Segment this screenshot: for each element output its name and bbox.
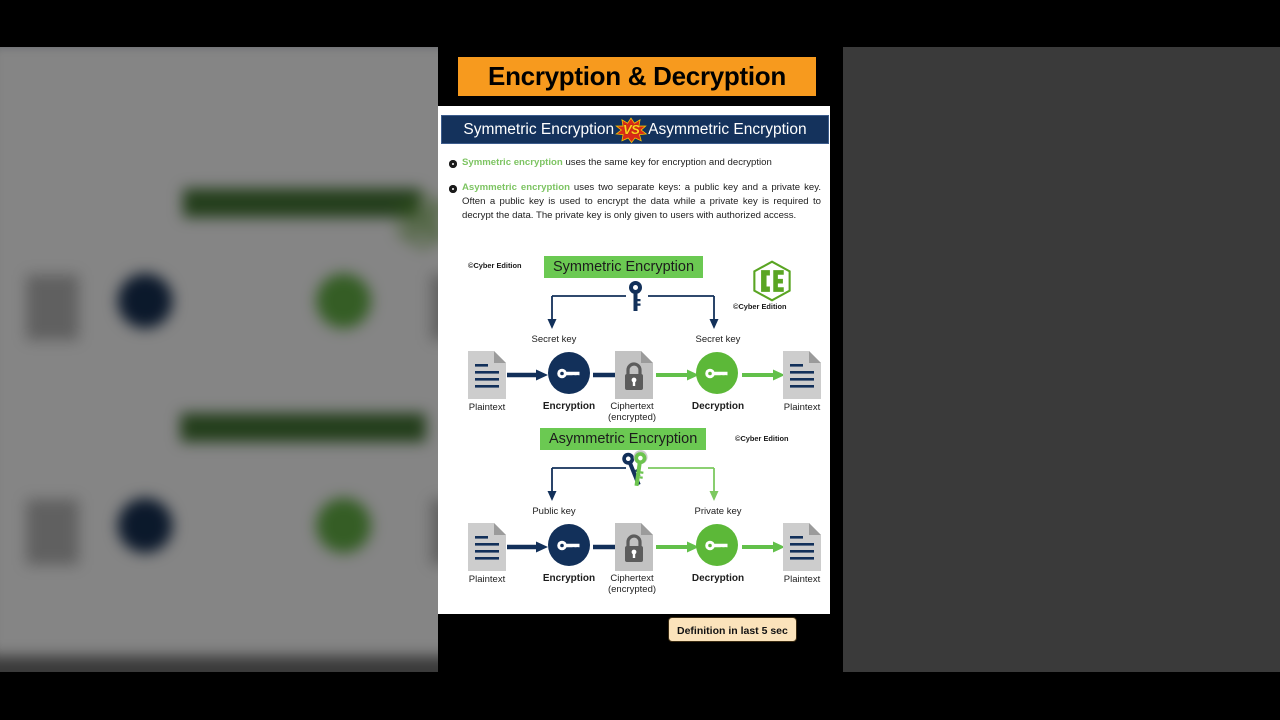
output-label: Plaintext	[783, 402, 821, 413]
ciphertext-label-line2: (encrypted)	[607, 583, 657, 595]
symmetric-diagram: ©Cyber Edition Symmetric Encryption ©Cyb…	[438, 256, 830, 423]
bottom-caption-text: Definition in last 5 sec	[677, 624, 788, 637]
page-title: Encryption & Decryption	[458, 57, 816, 96]
watermark-text: ©Cyber Edition	[468, 261, 522, 270]
comparison-left-label: Symmetric Encryption	[463, 120, 615, 138]
section-title-text: Asymmetric Encryption	[549, 431, 698, 447]
definition-list: Symmetric encryption uses the same key f…	[449, 156, 821, 234]
bullet-highlight: Symmetric encryption	[462, 157, 563, 168]
asymmetric-diagram: Asymmetric Encryption ©Cyber Edition	[438, 428, 830, 595]
right-key-label: Secret key	[695, 334, 741, 345]
section-title-asymmetric: Asymmetric Encryption	[540, 428, 707, 450]
bullet-highlight: Asymmetric encryption	[462, 181, 570, 193]
ciphertext-label-line2: (encrypted)	[607, 411, 657, 423]
watermark-text: ©Cyber Edition	[735, 434, 789, 443]
plaintext-output-icon	[783, 351, 821, 404]
right-key-label: Private key	[694, 506, 742, 517]
ciphertext-label: Ciphertext (encrypted)	[587, 573, 677, 596]
input-label: Plaintext	[468, 574, 506, 585]
left-key-label: Public key	[532, 506, 576, 517]
encryption-circle-icon	[548, 352, 590, 394]
plaintext-input-icon	[468, 351, 506, 404]
decrypt-arrow	[656, 369, 699, 381]
page-title-text: Encryption & Decryption	[488, 61, 786, 91]
left-key-label: Secret key	[531, 334, 577, 345]
comparison-bar: Symmetric Encryption VS Asymmetric Encry…	[441, 115, 829, 144]
decryption-circle-icon	[696, 352, 738, 394]
key-icon	[629, 281, 642, 311]
starburst-icon	[615, 116, 648, 143]
ciphertext-lock-icon	[615, 523, 653, 576]
plaintext-output-icon	[783, 523, 821, 576]
vs-badge-text: VS	[622, 122, 640, 137]
key-pair-icon	[622, 450, 648, 487]
key-pair-branch-arrows	[547, 467, 719, 501]
encryption-label: Encryption	[542, 573, 596, 584]
vs-badge-icon: VS	[614, 116, 648, 143]
section-title-text: Symmetric Encryption	[553, 259, 695, 275]
encrypt-arrow	[507, 541, 548, 553]
to-plaintext-arrow	[742, 541, 785, 553]
encryption-label: Encryption	[542, 401, 596, 412]
bottom-caption: Definition in last 5 sec	[668, 617, 797, 642]
ciphertext-label: Ciphertext (encrypted)	[587, 401, 677, 424]
output-label: Plaintext	[783, 574, 821, 585]
cyber-edition-logo-icon	[751, 260, 793, 302]
section-title-symmetric: Symmetric Encryption	[544, 256, 704, 278]
list-item: Asymmetric encryption uses two separate …	[449, 181, 821, 223]
input-label: Plaintext	[468, 402, 506, 413]
bullet-text: uses two separate keys: a public key and…	[462, 181, 821, 221]
encrypt-arrow	[507, 369, 548, 381]
logo-credit-text: ©Cyber Edition	[733, 302, 787, 311]
decrypt-arrow	[656, 541, 699, 553]
secret-key-branch-arrows	[547, 295, 719, 329]
infographic-card: Symmetric Encryption VS Asymmetric Encry…	[438, 106, 830, 614]
decryption-label: Decryption	[691, 573, 745, 584]
decryption-label: Decryption	[691, 401, 745, 412]
list-item: Symmetric encryption uses the same key f…	[449, 156, 821, 170]
plaintext-input-icon	[468, 523, 506, 576]
bullet-text: uses the same key for encryption and dec…	[562, 157, 772, 168]
ciphertext-lock-icon	[615, 351, 653, 404]
ciphertext-label-line1: Ciphertext	[610, 573, 654, 584]
ciphertext-label-line1: Ciphertext	[610, 401, 654, 412]
encryption-circle-icon	[548, 524, 590, 566]
comparison-right-label: Asymmetric Encryption	[648, 120, 807, 138]
decryption-circle-icon	[696, 524, 738, 566]
to-plaintext-arrow	[742, 369, 785, 381]
